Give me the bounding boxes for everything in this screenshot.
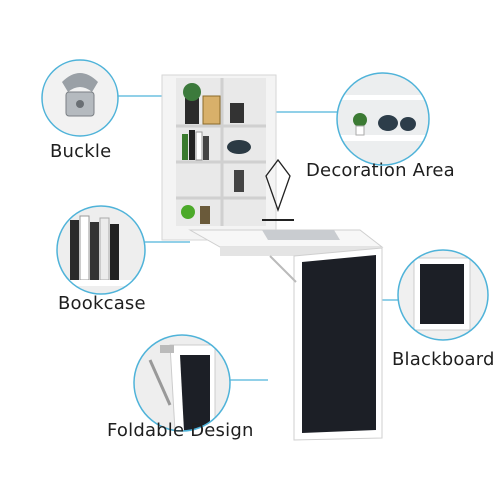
- blackboard-panel: [302, 255, 376, 433]
- plant-pot: [185, 98, 199, 124]
- foldable-design-label: Foldable Design: [107, 420, 254, 441]
- shelf-books: [182, 130, 209, 161]
- foldable-design-detail: [133, 334, 231, 432]
- buckle-detail: [41, 59, 119, 137]
- bookcase-detail: [56, 205, 146, 295]
- fold-down-desk: [188, 158, 384, 441]
- decoration-area-detail: [336, 72, 430, 166]
- laptop: [262, 230, 340, 240]
- wall-cabinet: [161, 74, 277, 241]
- desk-lamp: [265, 158, 291, 212]
- buckle-label: Buckle: [50, 141, 112, 162]
- photo-frame: [202, 95, 221, 125]
- blackboard-label: Blackboard: [392, 349, 495, 370]
- decoration-area-label: Decoration Area: [306, 160, 455, 181]
- bookcase-label: Bookcase: [58, 293, 146, 314]
- blackboard-detail: [397, 249, 489, 341]
